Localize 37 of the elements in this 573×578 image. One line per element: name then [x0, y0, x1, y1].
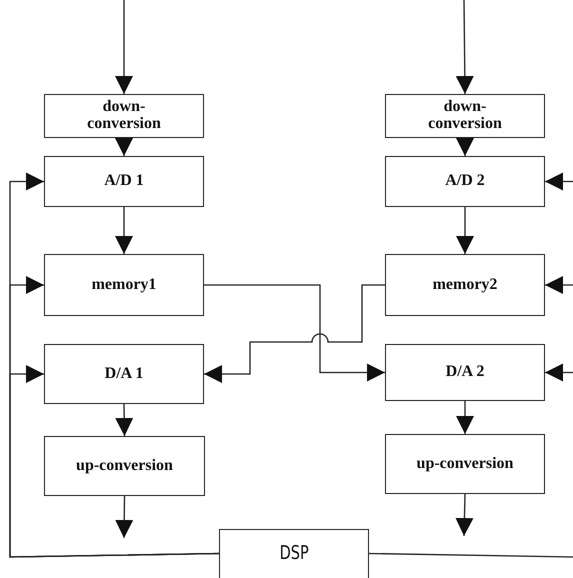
process-box: [44, 344, 204, 404]
process-box: [385, 254, 545, 316]
process-box: [385, 94, 545, 138]
block-label: D/A 1: [104, 366, 144, 382]
process-box: [44, 254, 204, 316]
block-label: A/D 1: [104, 173, 144, 190]
arrow: [115, 404, 134, 436]
arrow: [545, 172, 573, 190]
arrow: [115, 0, 133, 94]
block-label: up-conversion: [76, 458, 173, 474]
process-box: [385, 156, 545, 207]
arrow: [115, 496, 134, 538]
block-label: memory1: [92, 276, 156, 294]
block-label: down-conversion: [427, 99, 503, 133]
dsp-box: [219, 529, 369, 578]
block-label: DSP: [279, 544, 309, 564]
arrow: [456, 207, 474, 254]
block-label: memory2: [432, 276, 498, 294]
process-box: [385, 434, 545, 494]
arrow: [545, 276, 573, 294]
block-label: D/A 2: [446, 364, 484, 381]
connector-line: [368, 552, 573, 558]
arrow: [115, 207, 133, 254]
process-box: [44, 94, 204, 138]
arrow: [456, 138, 474, 156]
arrow: [456, 0, 474, 94]
arrow: [115, 138, 133, 156]
arrow: [9, 365, 220, 558]
arrow: [545, 364, 573, 382]
arrow: [455, 494, 474, 536]
block-label: up-conversion: [416, 456, 514, 472]
process-box: [44, 156, 204, 207]
block-label: A/D 2: [445, 173, 485, 190]
arrow: [456, 401, 474, 434]
process-box: [385, 344, 545, 401]
process-box: [44, 436, 205, 496]
block-label: down-conversion: [86, 99, 162, 133]
